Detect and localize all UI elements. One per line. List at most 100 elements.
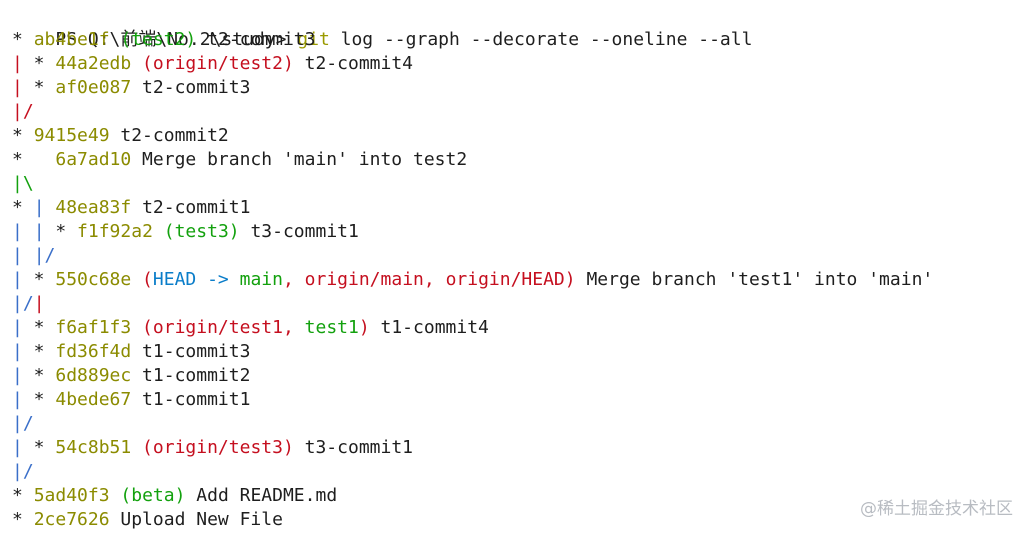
- branch-ref: (: [131, 53, 153, 74]
- log-line: | * 6d889ec t1-commit2: [12, 364, 1027, 388]
- log-line: | * 4bede67 t1-commit1: [12, 388, 1027, 412]
- graph-segment: *: [22, 53, 56, 74]
- log-line: | * fd36f4d t1-commit3: [12, 340, 1027, 364]
- branch-ref: ,: [282, 317, 305, 338]
- prompt-line: PS Q:\前端\No.2\study> git log --graph --d…: [12, 4, 1027, 50]
- log-line: |\: [12, 172, 1027, 196]
- commit-hash: 44a2edb: [55, 53, 132, 74]
- graph-segment: |: [12, 53, 23, 74]
- graph-segment: *: [22, 389, 56, 410]
- graph-segment: |: [12, 365, 23, 386]
- clipped-line: [12, 532, 1027, 540]
- commit-message: [23, 197, 34, 218]
- branch-ref: (: [152, 221, 175, 242]
- commit-message: t2-commit3: [196, 29, 316, 50]
- commit-message: [23, 485, 34, 506]
- graph-segment: |: [12, 77, 23, 98]
- commit-hash: 9415e49: [33, 125, 110, 146]
- commit-message: [23, 149, 56, 170]
- log-line: | * f6af1f3 (origin/test1, test1) t1-com…: [12, 316, 1027, 340]
- branch-ref: origin/main: [304, 269, 424, 290]
- commit-message: t1-commit3: [131, 341, 251, 362]
- log-line: * 5ad40f3 (beta) Add README.md: [12, 484, 1027, 508]
- commit-message: t2-commit4: [293, 53, 414, 74]
- commit-hash: 6a7ad10: [55, 149, 132, 170]
- branch-ref: test3: [174, 221, 229, 242]
- log-line: * 2ce7626 Upload New File: [12, 508, 1027, 532]
- graph-segment: *: [22, 365, 56, 386]
- branch-ref: beta: [131, 485, 175, 506]
- branch-ref: ,: [282, 269, 305, 290]
- commit-hash: 54c8b51: [55, 437, 132, 458]
- graph-segment: |: [12, 389, 23, 410]
- graph-segment: *: [12, 485, 23, 506]
- graph-segment: *: [22, 317, 56, 338]
- branch-ref: (: [109, 29, 132, 50]
- commit-hash: 2ce7626: [33, 509, 110, 530]
- graph-segment: *: [22, 341, 56, 362]
- branch-ref: test2: [131, 29, 186, 50]
- graph-segment: *: [22, 77, 56, 98]
- log-line: * 6a7ad10 Merge branch 'main' into test2: [12, 148, 1027, 172]
- graph-segment: |: [12, 245, 23, 266]
- commit-message: t3-commit1: [293, 437, 414, 458]
- commit-hash: 550c68e: [55, 269, 132, 290]
- graph-segment: *: [12, 149, 23, 170]
- graph-segment: |: [12, 317, 23, 338]
- graph-segment: *: [22, 437, 56, 458]
- log-line: * 9415e49 t2-commit2: [12, 124, 1027, 148]
- commit-message: [23, 509, 34, 530]
- commit-message: [23, 221, 34, 242]
- log-line: | * 550c68e (HEAD -> main, origin/main, …: [12, 268, 1027, 292]
- branch-ref: origin/test1: [152, 317, 283, 338]
- commit-hash: 6d889ec: [55, 365, 132, 386]
- commit-hash: 5ad40f3: [33, 485, 110, 506]
- commit-message: t2-commit2: [109, 125, 229, 146]
- command-git: git: [297, 29, 330, 50]
- shell-prompt: PS Q:\前端\No.2\study>: [55, 29, 298, 50]
- commit-message: t2-commit1: [131, 197, 251, 218]
- graph-segment: |/: [12, 413, 34, 434]
- graph-segment: |: [33, 293, 45, 314]
- branch-ref: HEAD ->: [152, 269, 240, 290]
- branch-ref: (: [131, 437, 153, 458]
- graph-segment: *: [44, 221, 78, 242]
- branch-ref: ): [358, 317, 370, 338]
- git-log-graph: * ab4be1f (test2) t2-commit3| * 44a2edb …: [12, 28, 1027, 532]
- commit-message: Merge branch 'test1' into 'main': [575, 269, 934, 290]
- commit-hash: 4bede67: [55, 389, 132, 410]
- graph-segment: |/: [12, 101, 34, 122]
- branch-ref: origin/test2: [152, 53, 283, 74]
- log-line: * ab4be1f (test2) t2-commit3: [12, 28, 1027, 52]
- graph-segment: |\: [12, 173, 34, 194]
- commit-message: Upload New File: [109, 509, 283, 530]
- commit-hash: f1f92a2: [77, 221, 153, 242]
- graph-segment: *: [22, 269, 56, 290]
- graph-segment: |: [12, 221, 23, 242]
- branch-ref: ,: [423, 269, 446, 290]
- graph-segment: |/: [12, 461, 34, 482]
- graph-segment: |/: [33, 245, 56, 266]
- commit-message: t2-commit3: [131, 77, 251, 98]
- graph-segment: *: [12, 125, 23, 146]
- commit-message: Merge branch 'main' into test2: [131, 149, 468, 170]
- watermark: @稀土掘金技术社区: [860, 499, 1013, 519]
- graph-segment: *: [12, 509, 23, 530]
- log-line: |/: [12, 460, 1027, 484]
- commit-hash: af0e087: [55, 77, 132, 98]
- graph-segment: *: [12, 29, 23, 50]
- graph-segment: *: [12, 197, 23, 218]
- branch-ref: (: [131, 269, 153, 290]
- command-args: log --graph --decorate --oneline --all: [329, 29, 753, 50]
- commit-message: [23, 245, 34, 266]
- branch-ref: ): [282, 437, 294, 458]
- log-line: |/: [12, 412, 1027, 436]
- branch-ref: origin/HEAD: [445, 269, 565, 290]
- log-line: | * af0e087 t2-commit3: [12, 76, 1027, 100]
- commit-message: t1-commit4: [369, 317, 489, 338]
- branch-ref: (: [109, 485, 132, 506]
- log-line: |/: [12, 100, 1027, 124]
- log-line: | * 44a2edb (origin/test2) t2-commit4: [12, 52, 1027, 76]
- branch-ref: ): [228, 221, 240, 242]
